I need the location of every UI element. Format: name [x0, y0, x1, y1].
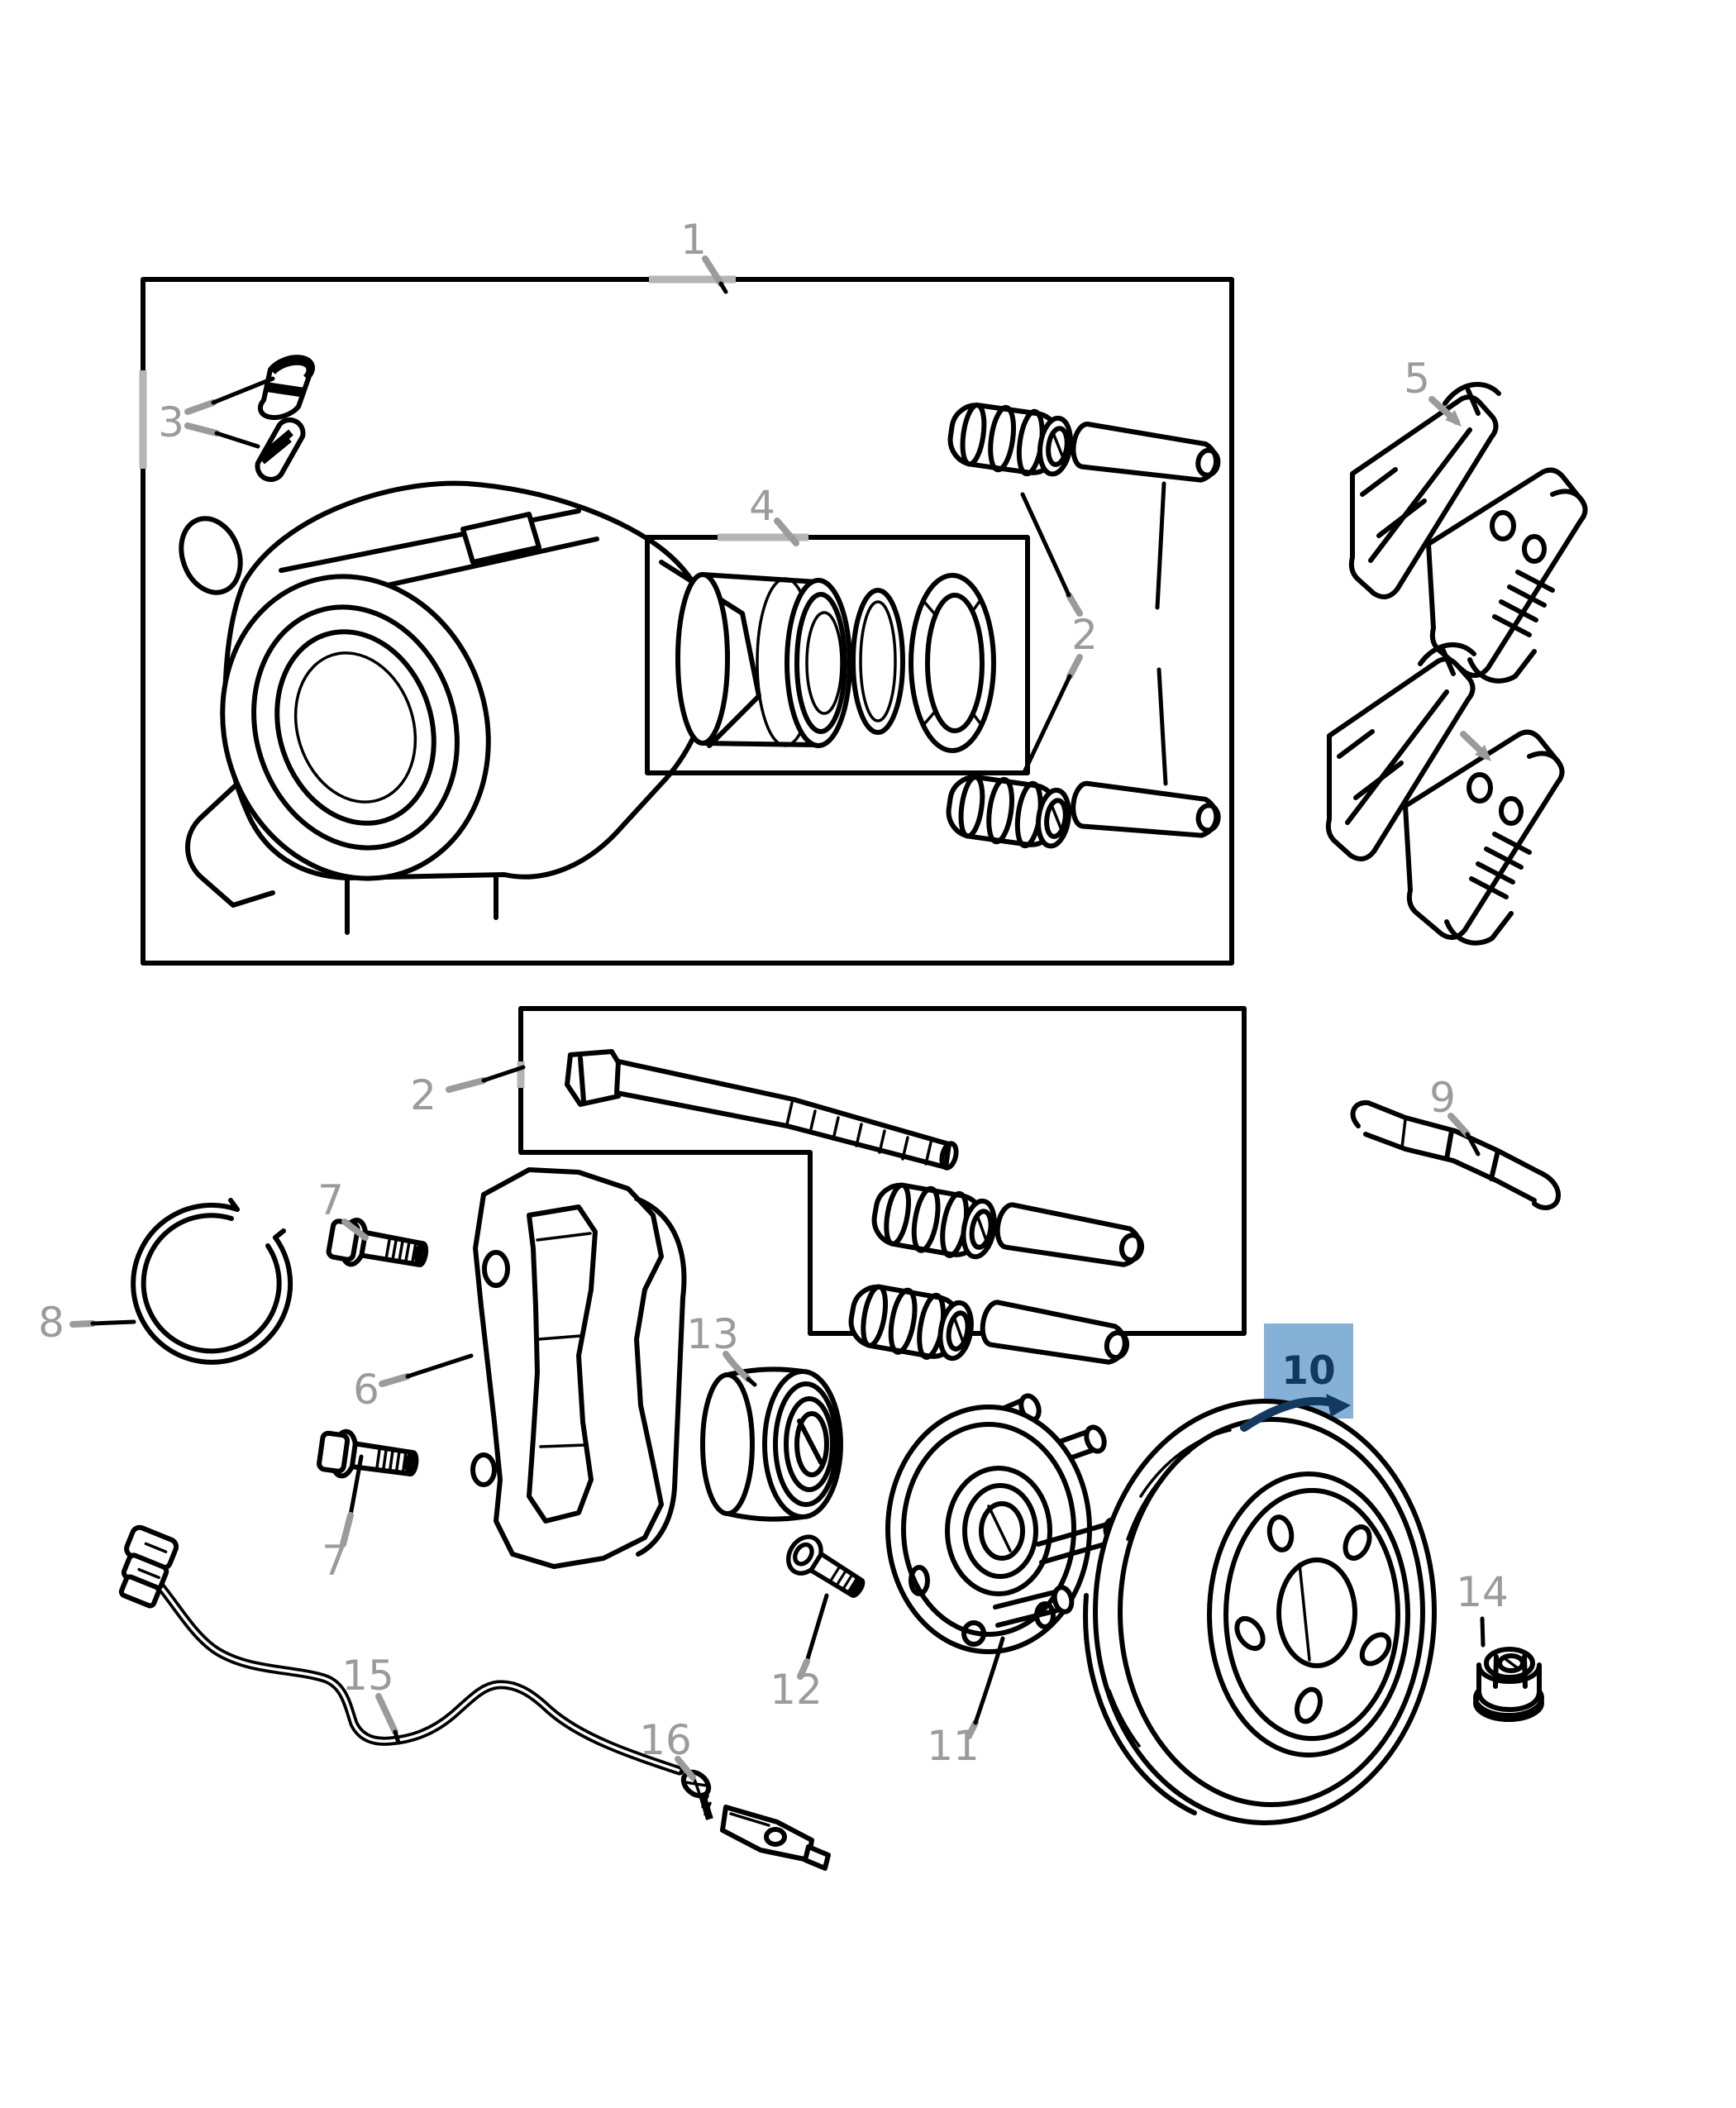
callout-15[interactable]: 15 — [341, 1652, 394, 1700]
callout-3[interactable]: 3 — [158, 398, 184, 446]
callout-5b[interactable]: 5 — [1436, 687, 1462, 735]
callout-6[interactable]: 6 — [353, 1366, 379, 1414]
callout-5a[interactable]: 5 — [1404, 355, 1430, 403]
callout-7b[interactable]: 7 — [322, 1537, 348, 1585]
callout-12[interactable]: 12 — [770, 1666, 823, 1714]
callout-9[interactable]: 9 — [1429, 1074, 1456, 1122]
callout-11[interactable]: 11 — [927, 1722, 980, 1770]
callout-2b[interactable]: 2 — [410, 1071, 436, 1119]
callout-8[interactable]: 8 — [38, 1299, 64, 1347]
callout-7a[interactable]: 7 — [317, 1176, 344, 1224]
callout-14[interactable]: 14 — [1456, 1568, 1509, 1616]
callout-10[interactable]: 10 — [1264, 1323, 1353, 1419]
callout-4[interactable]: 4 — [749, 482, 775, 530]
callout-1[interactable]: 1 — [680, 216, 707, 264]
callout-2a[interactable]: 2 — [1071, 611, 1098, 659]
callout-13[interactable]: 13 — [686, 1310, 739, 1358]
callout-16[interactable]: 16 — [639, 1716, 692, 1764]
